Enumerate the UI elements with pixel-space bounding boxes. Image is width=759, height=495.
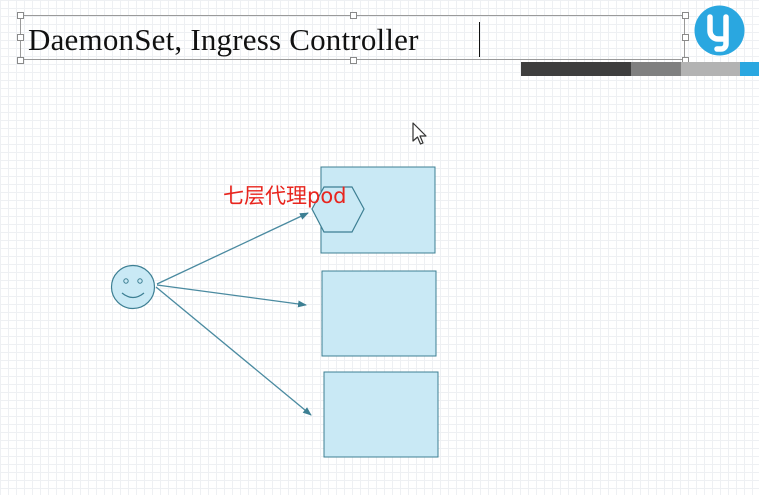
header-bar-accent	[740, 62, 759, 76]
hexagon-icon[interactable]	[311, 186, 365, 233]
arrow-to-node-3	[155, 286, 312, 416]
mouse-pointer-icon	[412, 122, 428, 150]
slide-title[interactable]: DaemonSet, Ingress Controller	[28, 22, 419, 57]
arrow-to-node-1	[156, 212, 309, 285]
resize-handle-top-middle[interactable]	[350, 12, 357, 19]
node-box-2[interactable]	[321, 270, 437, 357]
arrow-to-node-2	[156, 284, 307, 308]
header-bar-light	[681, 62, 740, 76]
header-bar-dark	[521, 62, 631, 76]
header-bar-mid	[631, 62, 681, 76]
resize-handle-middle-left[interactable]	[17, 34, 24, 41]
text-caret	[479, 22, 480, 57]
pod-annotation-label: 七层代理pod	[223, 184, 347, 208]
resize-handle-bottom-middle[interactable]	[350, 57, 357, 64]
resize-handle-top-left[interactable]	[17, 12, 24, 19]
resize-handle-bottom-left[interactable]	[17, 57, 24, 64]
resize-handle-middle-right[interactable]	[682, 34, 689, 41]
brand-logo-icon	[693, 4, 746, 57]
resize-handle-top-right[interactable]	[682, 12, 689, 19]
node-box-3[interactable]	[323, 371, 439, 458]
smiley-face-icon[interactable]	[110, 264, 156, 310]
